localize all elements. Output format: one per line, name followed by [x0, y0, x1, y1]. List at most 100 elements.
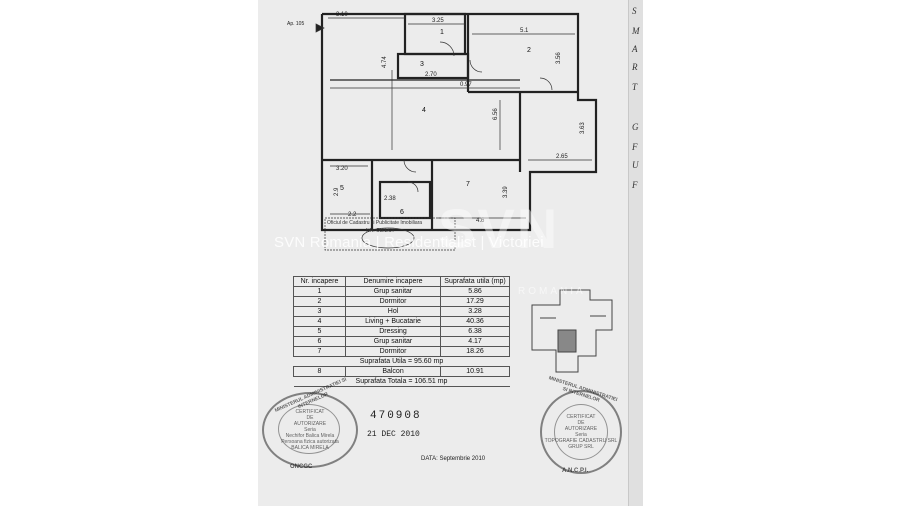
stamp-line: Seria	[575, 432, 587, 438]
table-row: 8 Balcon 10.91	[293, 366, 510, 377]
adjacent-page-edge	[628, 0, 643, 506]
document-date: DATA: Septembrie 2010	[421, 456, 486, 462]
dimension-label: 0.97	[460, 82, 472, 88]
stamp-bottom-text: A.N.C.P.I.	[562, 468, 589, 474]
room-area: 4.17	[440, 336, 510, 347]
room-number-7: 7	[466, 181, 470, 188]
stamp-inner-text: CERTIFICAT DE AUTORIZARE Seria Nechifor …	[281, 409, 339, 451]
room-area: 18.26	[440, 346, 510, 357]
stamp-line: GRUP SRL	[568, 444, 594, 450]
dimension-label: 2.38	[384, 196, 396, 202]
dimension-label: 4.74	[382, 56, 388, 68]
stamp-line: AUTORIZARE	[564, 426, 598, 432]
dimension-label: 3.10	[336, 12, 348, 18]
room-nr: 5	[293, 326, 346, 337]
dimension-label: 3.56	[556, 52, 562, 64]
dimension-label: 4.6	[476, 218, 485, 224]
stamp-bottom-text: ONCGC	[290, 464, 313, 470]
room-name: Dormitor	[344, 346, 442, 357]
room-area: 3.28	[440, 306, 510, 317]
room-nr: 7	[293, 346, 346, 357]
room-number-5: 5	[340, 185, 344, 192]
dimension-label: 2.2	[348, 212, 357, 218]
stamp-line: Nechifor Balica Mirela	[285, 433, 335, 439]
table-header-row: Nr. incapere Denumire incapere Suprafata…	[293, 276, 510, 287]
door-swing	[539, 77, 553, 91]
edge-letter: F	[632, 142, 638, 152]
watermark-text: SVN Romania | Residentialist | Victoriei	[274, 234, 544, 251]
registration-date: 21 DEC 2010	[367, 430, 420, 439]
stamp-line: CERTIFICAT	[566, 414, 596, 420]
door-swing	[469, 59, 483, 73]
outer-wall	[320, 12, 598, 232]
watermark-logo: SVN	[438, 197, 560, 260]
door-swing	[403, 159, 417, 173]
table-row: 1 Grup sanitar 5.86	[293, 286, 510, 297]
edge-letter: F	[632, 180, 638, 190]
edge-letter: A	[632, 44, 638, 54]
dimension-label: 3.63	[580, 122, 586, 134]
cadastre-stamp-box	[324, 217, 456, 251]
room-nr: 2	[293, 296, 346, 307]
stamp-inner-text: CERTIFICAT DE AUTORIZARE Seria TOPOGRAFI…	[545, 414, 618, 450]
dimension-label: 6.56	[493, 108, 499, 120]
stamp-line: AUTORIZARE	[293, 421, 327, 427]
room-area: 5.86	[440, 286, 510, 297]
dimension-label: 3.25	[432, 18, 444, 24]
right-official-stamp: MINISTERUL ADMINISTRATIEI SI INTERNELOR …	[540, 375, 622, 474]
total-area-row: Suprafata Totala = 106.51 mp	[293, 376, 510, 387]
room-area: 40.36	[440, 316, 510, 327]
room-name: Dressing	[344, 326, 442, 337]
room-nr: 4	[293, 316, 346, 327]
site-plan	[531, 289, 613, 373]
watermark-subtitle: ROMANIA	[518, 286, 586, 297]
table-row: 6 Grup sanitar 4.17	[293, 336, 510, 347]
door-swing	[407, 181, 419, 193]
cadastre-stamp-text: Oficiul de Cadastru si Publicitate Imobi…	[327, 220, 423, 226]
stamp-line: Persoana fizica autorizata	[281, 439, 339, 445]
room-nr: 8	[293, 366, 346, 377]
cadastre-stamp-text: NR. OBIECT	[366, 228, 395, 234]
room-name: Grup sanitar	[344, 286, 442, 297]
edge-letter: M	[632, 26, 640, 36]
dimension-label: 3.39	[503, 186, 509, 198]
room-name: Dormitor	[344, 296, 442, 307]
room-number-4: 4	[422, 107, 426, 114]
edge-letter: T	[632, 82, 638, 92]
table-row: 4 Living + Bucatarie 40.36	[293, 316, 510, 327]
room-number-2: 2	[527, 47, 531, 54]
room-number-6: 6	[400, 209, 404, 216]
edge-letter: U	[632, 160, 639, 170]
table-row: 3 Hol 3.28	[293, 306, 510, 317]
dimension-label: 5.1	[520, 28, 529, 34]
door-swing	[439, 41, 455, 57]
entrance-arrow	[315, 23, 325, 33]
room-nr: 6	[293, 336, 346, 347]
room-name: Living + Bucatarie	[344, 316, 442, 327]
room-area-table: Nr. incapere Denumire incapere Suprafata…	[293, 276, 510, 387]
stamp-line: DE	[306, 415, 314, 421]
room-name: Balcon	[344, 366, 442, 377]
room-area: 10.91	[440, 366, 510, 377]
dimension-label: 2.70	[425, 72, 437, 78]
useful-area-total: Suprafata Utila = 95.60 mp	[293, 356, 510, 367]
cadastre-stamp-oval	[361, 227, 415, 249]
registration-number: 470908	[370, 410, 422, 422]
stamp-line: TOPOGRAFIE CADASTRU SRL	[544, 438, 618, 444]
room-area: 17.29	[440, 296, 510, 307]
apartment-label: Ap. 105	[287, 21, 305, 27]
room-area: 6.38	[440, 326, 510, 337]
room-nr: 1	[293, 286, 346, 297]
room-name: Hol	[344, 306, 442, 317]
dimension-label: 2.65	[556, 154, 568, 160]
edge-letter: S	[632, 6, 637, 16]
table-row: 5 Dressing 6.38	[293, 326, 510, 337]
room-number-3: 3	[420, 61, 424, 68]
room-name: Grup sanitar	[344, 336, 442, 347]
table-header: Suprafata utila (mp)	[440, 276, 510, 287]
total-area: Suprafata Totala = 106.51 mp	[293, 376, 510, 387]
room-number-1: 1	[440, 29, 444, 36]
left-official-stamp: MINISTERUL ADMINISTRATIEI SI INTERNELOR …	[262, 377, 358, 470]
dimension-label: 3.20	[336, 166, 348, 172]
